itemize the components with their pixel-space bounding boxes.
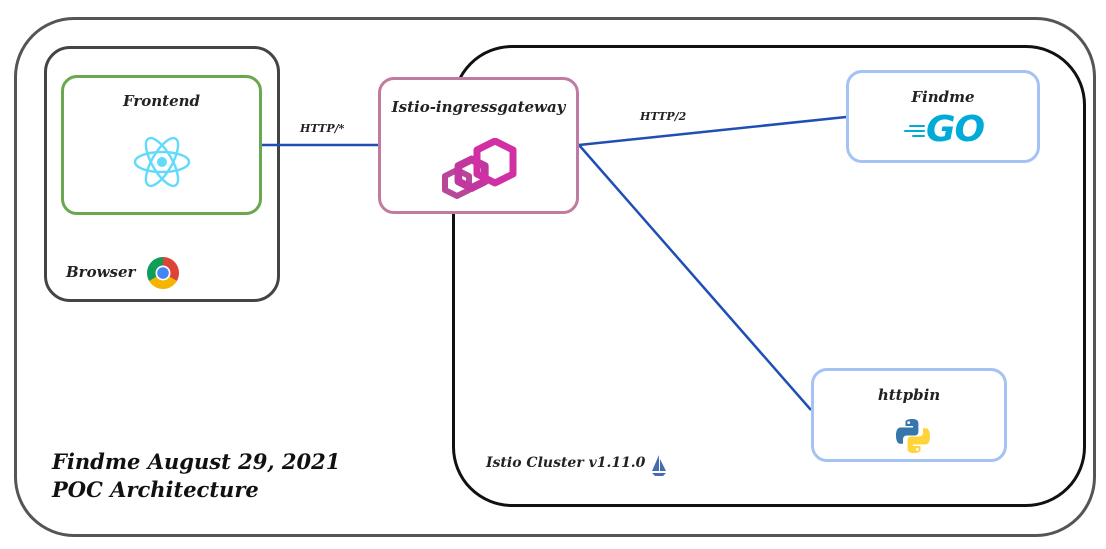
- istio-cluster-group: [452, 45, 1086, 507]
- chrome-icon: [146, 257, 180, 290]
- httpbin-node[interactable]: httpbin: [811, 368, 1007, 462]
- cluster-label: Istio Cluster v1.11.0: [486, 455, 646, 471]
- react-icon: [133, 136, 191, 188]
- httpbin-label: httpbin: [877, 386, 941, 404]
- findme-label: Findme: [911, 88, 975, 106]
- gateway-node[interactable]: Istio-ingressgateway: [378, 77, 579, 214]
- diagram-title-line1: Findme August 29, 2021: [52, 449, 341, 474]
- envoy-icon: [442, 138, 517, 199]
- edge-label-frontend-gateway: HTTP/*: [300, 122, 345, 135]
- diagram-title-line2: POC Architecture: [52, 477, 259, 502]
- frontend-label: Frontend: [122, 92, 201, 110]
- browser-label: Browser: [66, 263, 136, 281]
- edge-gateway-httpbin: [578, 144, 812, 411]
- go-speed-lines-icon: [904, 125, 925, 137]
- python-icon: [896, 419, 930, 453]
- go-logo-text: GO: [926, 109, 985, 150]
- edge-label-gateway-findme: HTTP/2: [640, 110, 687, 123]
- go-logo-icon: GO: [904, 109, 994, 150]
- gateway-label: Istio-ingressgateway: [391, 98, 566, 116]
- edge-gateway-findme: [578, 115, 847, 147]
- findme-node[interactable]: Findme GO: [846, 70, 1040, 163]
- istio-sail-icon: [652, 455, 666, 476]
- frontend-node[interactable]: Frontend: [61, 75, 262, 215]
- outer-frame: [14, 17, 1096, 537]
